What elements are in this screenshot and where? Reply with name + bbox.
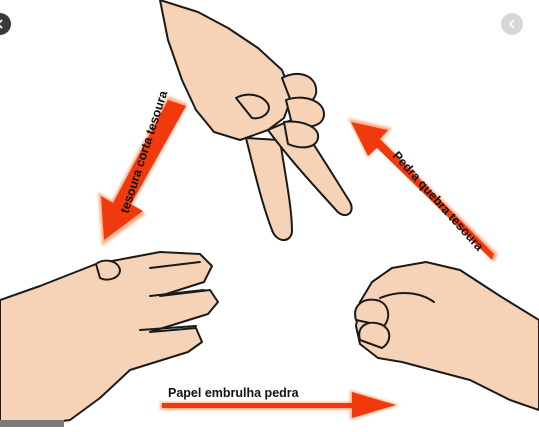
scissors-hand-icon — [160, 0, 352, 240]
label-scissors-cut-paper: tesoura corta tesoura — [118, 88, 171, 215]
label-rock-breaks-scissors: Pedra quebra tesoura — [390, 149, 487, 255]
bottom-divider — [0, 420, 64, 427]
rock-fist-icon — [355, 262, 539, 410]
chevron-left-icon — [506, 18, 518, 30]
label-paper-wraps-rock: Papel embrulha pedra — [168, 386, 300, 400]
chevron-left-icon — [0, 18, 6, 30]
next-slide-button[interactable] — [501, 13, 523, 35]
paper-hand-icon — [0, 252, 218, 427]
